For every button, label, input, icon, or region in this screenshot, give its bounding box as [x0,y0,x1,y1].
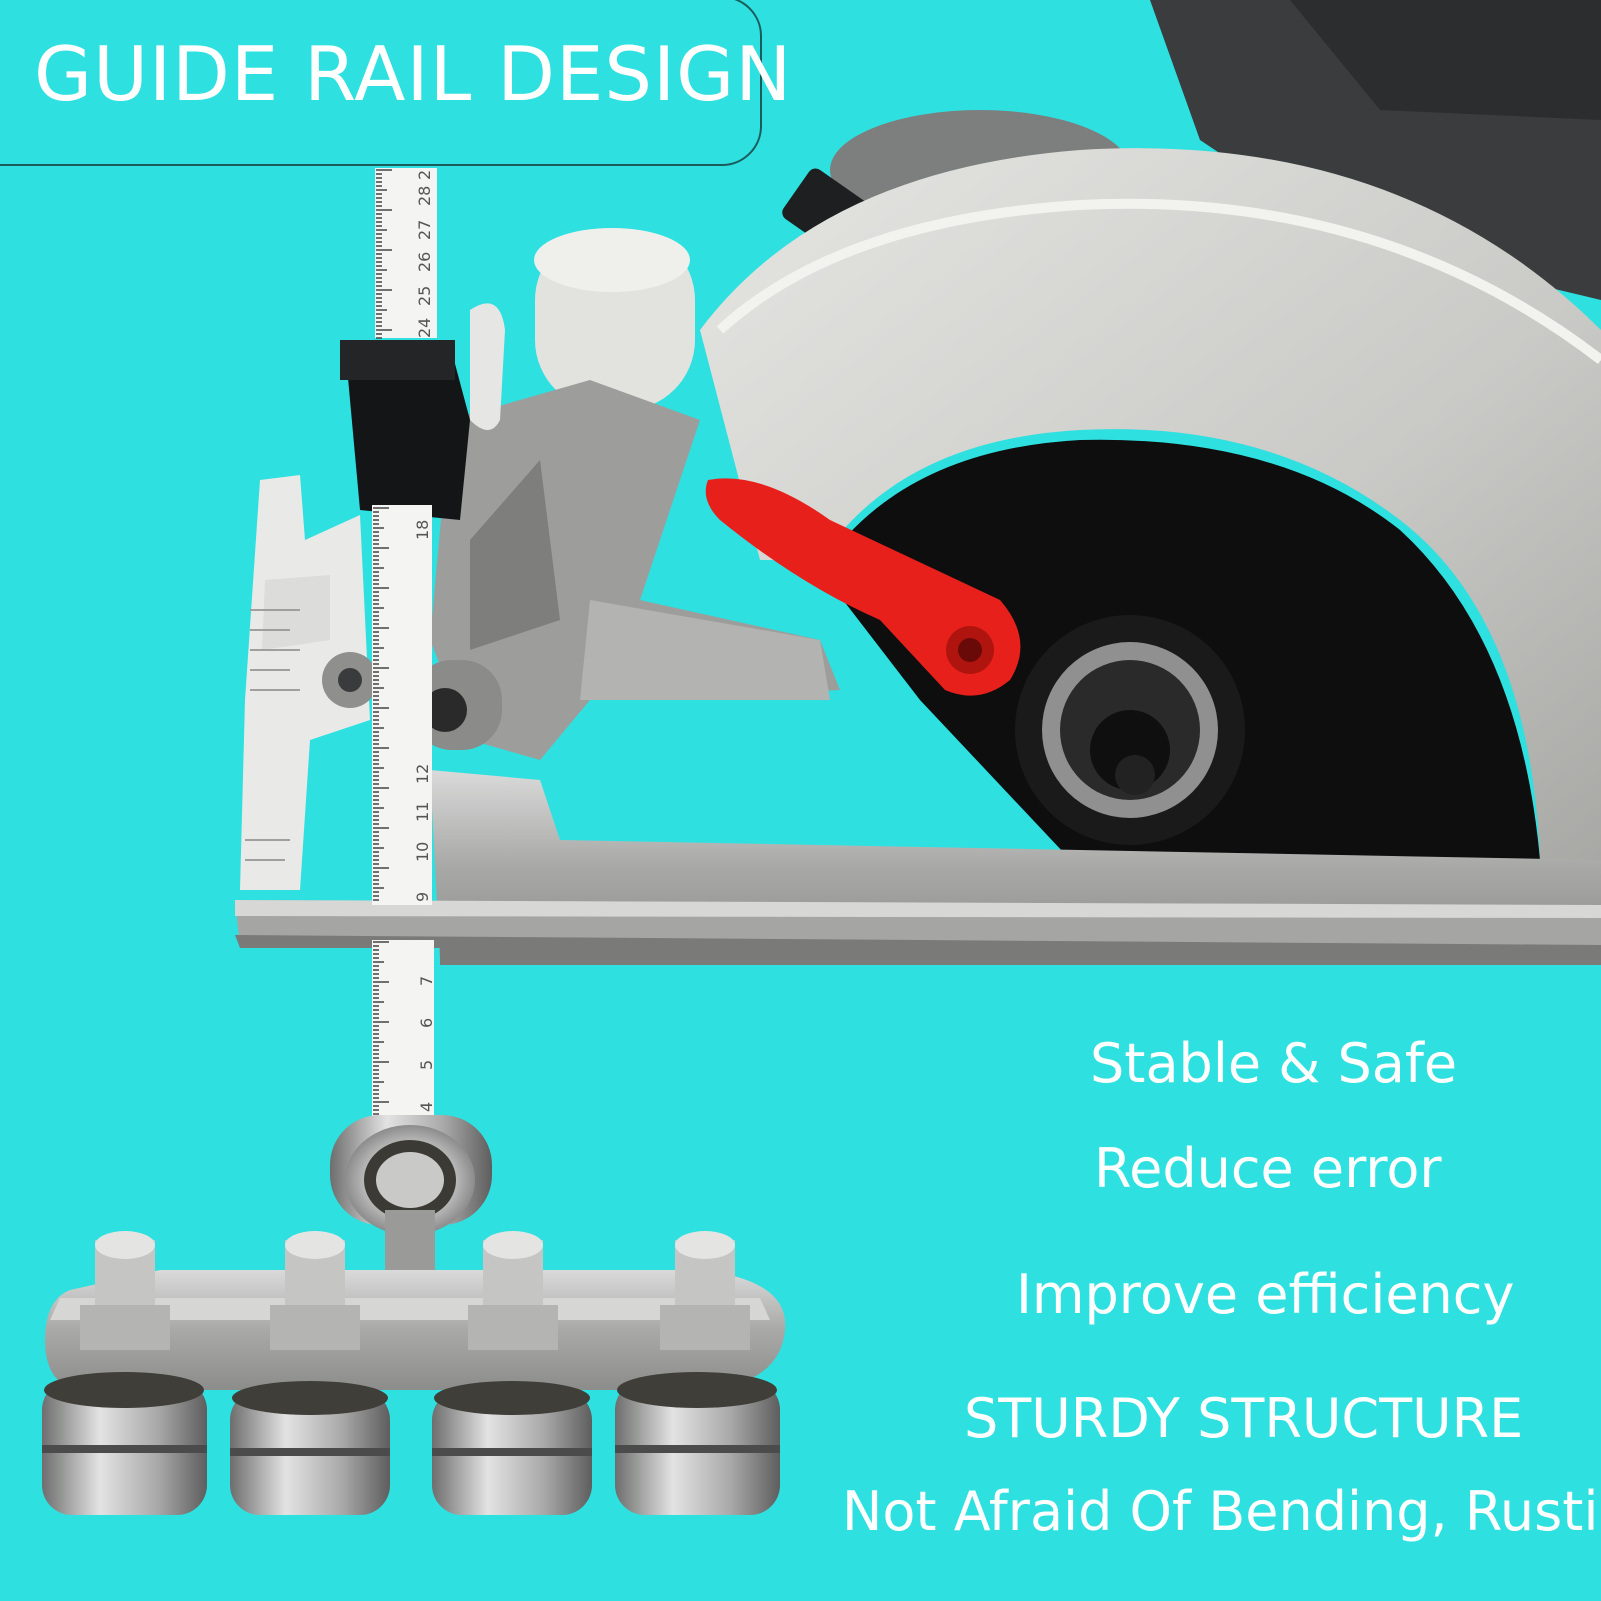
title-banner: GUIDE RAIL DESIGN [0,0,791,166]
blade-guard [700,148,1601,860]
feature-text: Reduce error [1094,1137,1442,1200]
ruler-number: 9 [413,892,432,902]
ruler-number: 7 [417,976,436,986]
ruler-number: 28 [415,186,434,206]
lock-knob [345,345,470,520]
ruler-number: 6 [417,1018,436,1028]
feature-text: Not Afraid Of Bending, Rusting [842,1480,1601,1543]
page-title: GUIDE RAIL DESIGN [34,30,793,118]
ruler-number: 4 [417,1102,436,1112]
ruler-number: 25 [415,286,434,306]
feature-text: STURDY STRUCTURE [964,1387,1524,1450]
feature-text: Improve efficiency [1016,1263,1515,1326]
ruler-number: 26 [415,252,434,272]
ruler-number: 10 [413,842,432,862]
bevel-lever [705,478,1021,696]
ruler-number: 24 [415,318,434,338]
ruler-lower [372,940,434,1120]
ruler-number: 12 [413,764,432,784]
feature-text: Stable & Safe [1090,1032,1458,1095]
angle-plate [240,475,370,890]
ruler-middle [372,505,432,905]
roller-guide [42,1115,786,1515]
ruler-number: 27 [415,220,434,240]
ruler-number: 2 [415,170,434,180]
ruler-number: 11 [413,802,432,822]
ruler-number: 5 [417,1060,436,1070]
ruler-number: 18 [413,520,432,540]
